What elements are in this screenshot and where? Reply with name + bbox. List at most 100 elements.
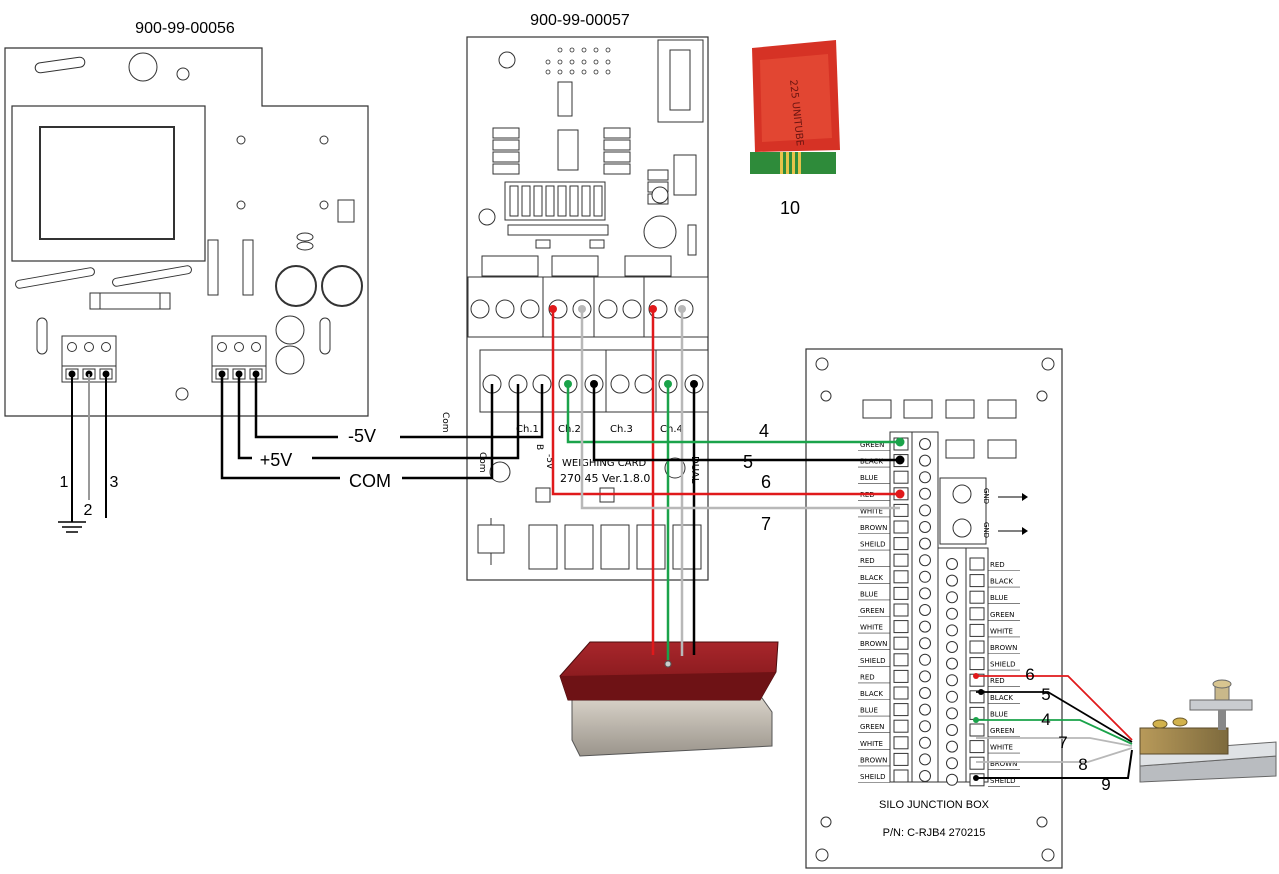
jb-left-screw — [919, 604, 931, 616]
minus5v-label: -5V — [544, 454, 554, 470]
jb-right-screw — [946, 707, 958, 720]
jb-left-terminal — [893, 686, 909, 700]
wire-number-4-bottom: 4 — [1041, 710, 1050, 729]
jb-left-screw — [919, 471, 931, 484]
jb-right-screw — [946, 657, 958, 670]
jb-left-screw — [919, 670, 931, 683]
jb-right-screw — [946, 574, 958, 587]
jb-right-terminal — [969, 657, 985, 671]
jb-right-label: BLACK — [990, 578, 1013, 586]
jb-left-label: SHEILD — [860, 773, 885, 781]
jb-right-terminal — [969, 607, 985, 621]
ground-label-2: 2 — [84, 502, 93, 519]
power-board: 900-99-00056 — [4, 20, 369, 417]
jb-right-screw — [946, 773, 958, 786]
jb-left-screw — [919, 554, 931, 567]
jb-left-screw — [919, 736, 931, 749]
jb-right-terminal — [969, 557, 985, 571]
jb-right-label: BROWN — [990, 644, 1017, 652]
jb-left-label: GREEN — [860, 607, 884, 615]
jb-left-label: RED — [860, 673, 875, 681]
channel-label-1: Ch.1 — [516, 424, 539, 435]
jb-left-terminal — [893, 636, 909, 650]
com-label-1: Com — [440, 412, 450, 433]
jb-right-terminal — [969, 623, 985, 637]
usb-label: 10 — [780, 198, 800, 218]
jb-left-label: WHITE — [860, 740, 883, 748]
jb-left-screw — [919, 438, 931, 450]
jb-left-screw — [919, 687, 931, 699]
jb-right-label: RED — [990, 677, 1005, 685]
jb-right-label: BLUE — [990, 710, 1008, 718]
wire-number-5-bottom: 5 — [1041, 685, 1050, 704]
jb-right-terminal — [969, 590, 985, 604]
ground-label-3: 3 — [110, 474, 119, 491]
jb-left-label: BROWN — [860, 524, 887, 532]
jb-right-label: BLACK — [990, 694, 1013, 702]
junction-box-right-terminals: REDBLACKBLUEGREENWHITEBROWNSHIELDREDBLAC… — [946, 557, 1020, 787]
jb-left-label: WHITE — [860, 624, 883, 632]
power-wires: -5V +5V COM — [220, 374, 544, 491]
weighing-card-label: WEIGHING CARD — [562, 458, 647, 469]
jb-right-terminal — [969, 574, 985, 588]
channel-label-2: Ch.2 — [558, 424, 581, 435]
jb-left-screw — [919, 620, 931, 633]
jb-left-terminal — [893, 503, 909, 517]
jb-right-screw — [946, 607, 958, 620]
jb-right-terminal — [969, 723, 985, 737]
minus5v-wire-label: -5V — [348, 426, 376, 446]
jb-left-terminal — [893, 553, 909, 567]
jb-right-terminal — [969, 640, 985, 654]
jb-left-terminal — [893, 603, 909, 617]
jb-left-label: SHIELD — [860, 657, 885, 665]
jb-left-screw — [919, 587, 931, 600]
jb-left-terminal — [893, 570, 909, 584]
ground-label-1: 1 — [60, 474, 69, 491]
jb-left-screw — [919, 454, 931, 467]
com-label-2: Com — [477, 452, 487, 473]
jb-left-terminal — [893, 736, 909, 750]
jb-left-terminal — [893, 669, 909, 683]
load-cell-top — [559, 641, 779, 757]
version-label: 270 45 Ver.1.8.0 — [560, 472, 650, 485]
jb-right-screw — [946, 690, 958, 703]
jb-left-screw — [919, 570, 931, 583]
jb-left-terminal — [893, 653, 909, 667]
b-label: B — [534, 444, 544, 450]
wire-number-4-top: 4 — [759, 421, 769, 441]
channel-label-3: Ch.3 — [610, 424, 633, 435]
jb-left-terminal — [893, 703, 909, 717]
jb-left-terminal — [893, 769, 909, 783]
jb-left-terminal — [893, 470, 909, 484]
jb-right-label: SHEILD — [990, 777, 1015, 785]
wire-number-6-bottom: 6 — [1025, 665, 1034, 684]
jb-left-screw — [919, 703, 931, 716]
wire-number-5-top: 5 — [743, 452, 753, 472]
jb-right-screw — [946, 757, 958, 770]
jb-left-label: BROWN — [860, 756, 887, 764]
load-cell-wires: 6 5 4 7 8 9 — [973, 665, 1133, 794]
jb-right-label: BROWN — [990, 760, 1017, 768]
jb-left-label: RED — [860, 557, 875, 565]
wire-number-7-top: 7 — [761, 514, 771, 534]
jb-right-label: BLUE — [990, 594, 1008, 602]
jb-left-label: BLACK — [860, 574, 883, 582]
jb-left-label: BLUE — [860, 590, 878, 598]
jb-right-terminal — [969, 756, 985, 770]
junction-box: GREEN BLACK BLUE RED WHITE BROWN SHEILD RED BLAC… — [805, 348, 1063, 869]
jb-right-screw — [946, 558, 958, 570]
junction-box-title: SILO JUNCTION BOX — [879, 799, 990, 811]
jb-right-screw — [946, 624, 958, 637]
jb-right-screw — [946, 674, 958, 687]
plus5v-wire-label: +5V — [260, 450, 293, 470]
channel-label-4: Ch.4 — [660, 424, 683, 435]
jb-right-label: RED — [990, 561, 1005, 569]
jb-left-screw — [919, 521, 931, 533]
jb-left-label: BLUE — [860, 474, 878, 482]
wire-number-8-bottom: 8 — [1078, 755, 1087, 774]
jb-left-screw — [919, 504, 931, 517]
jb-right-screw — [946, 591, 958, 604]
jb-left-screw — [919, 770, 931, 782]
jb-left-terminal — [893, 620, 909, 634]
